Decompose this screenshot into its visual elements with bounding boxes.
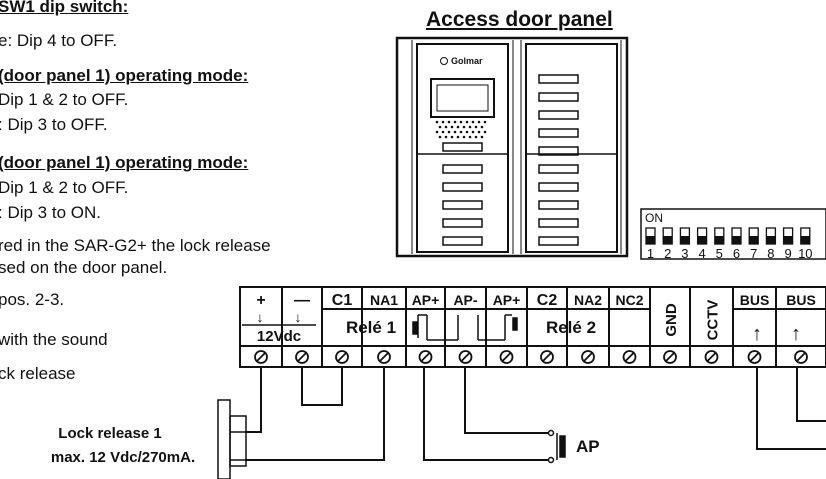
lock-release-device bbox=[217, 399, 247, 479]
ap-button-label: AP bbox=[576, 437, 600, 456]
mode1-line1: Dip 1 & 2 to OFF. bbox=[0, 90, 129, 109]
terminal-label: NC2 bbox=[615, 292, 643, 308]
dip-key-lever bbox=[714, 236, 724, 244]
terminal-label: AP+ bbox=[493, 292, 521, 308]
terminal-label: NA2 bbox=[574, 292, 602, 308]
dip-number: 6 bbox=[733, 246, 740, 261]
dip-number: 5 bbox=[716, 246, 723, 261]
sw1-note: e: Dip 4 to OFF. bbox=[0, 31, 118, 50]
dip-key-lever bbox=[680, 236, 690, 244]
terminal-label: GND bbox=[663, 303, 680, 337]
terminal-screw-icon bbox=[622, 350, 637, 364]
power-plus-arrow: ↓ bbox=[257, 309, 264, 325]
terminal-label: BUS bbox=[740, 292, 770, 308]
terminal-label: AP+ bbox=[412, 292, 440, 308]
dip-number: 10 bbox=[798, 246, 812, 261]
right-call-buttons bbox=[538, 74, 579, 246]
terminal-screw-icon bbox=[499, 350, 514, 364]
mode2-title: (door panel 1) operating mode: bbox=[0, 153, 249, 172]
rele1-label: Relé 1 bbox=[346, 318, 396, 337]
terminal-label: BUS bbox=[786, 292, 816, 308]
rele2-label: Relé 2 bbox=[546, 318, 596, 337]
terminal-screw-icon bbox=[377, 350, 391, 364]
wires bbox=[245, 367, 826, 461]
terminal-label: + bbox=[256, 292, 265, 309]
mode1-line2: : Dip 3 to OFF. bbox=[0, 115, 108, 134]
lock-release-label: Lock release 1 bbox=[58, 425, 161, 442]
power-minus-arrow: ↓ bbox=[295, 309, 302, 325]
dip-key-lever bbox=[646, 236, 655, 244]
bus2-arrow: ↑ bbox=[791, 323, 801, 345]
dip-key-lever bbox=[749, 236, 759, 244]
terminal-label: NA1 bbox=[370, 292, 398, 308]
mode2-line1: Dip 1 & 2 to OFF. bbox=[0, 178, 129, 197]
terminal-screw-icon bbox=[704, 350, 719, 364]
pos-note: pos. 2-3. bbox=[0, 290, 65, 309]
speaker-grille bbox=[435, 120, 487, 139]
power-12vdc-label: 12Vdc bbox=[257, 328, 301, 345]
terminal-screw-icon bbox=[747, 350, 762, 364]
terminal-label: — bbox=[294, 292, 310, 309]
dip-number: 8 bbox=[767, 246, 774, 261]
terminal-screw-icon bbox=[295, 350, 309, 364]
terminal-screw-icon bbox=[663, 350, 677, 364]
dip-key-lever bbox=[663, 236, 673, 244]
dip-number: 9 bbox=[784, 246, 791, 261]
mode1-title: (door panel 1) operating mode: bbox=[0, 66, 249, 85]
lock-note: ck release bbox=[0, 364, 76, 383]
dip-key-lever bbox=[732, 236, 741, 244]
dip-number: 7 bbox=[750, 246, 757, 261]
terminal-screw-icon bbox=[335, 350, 349, 364]
note-line1: red in the SAR-G2+ the lock release bbox=[0, 236, 271, 255]
mode2-line2: : Dip 3 to ON. bbox=[0, 203, 101, 222]
panel-title: Access door panel bbox=[426, 8, 613, 31]
lock-release-spec: max. 12 Vdc/270mA. bbox=[51, 449, 195, 466]
left-call-buttons bbox=[442, 142, 483, 246]
door-panel bbox=[395, 36, 629, 258]
dip-key-lever bbox=[766, 236, 776, 244]
ap-push-button-icon bbox=[547, 429, 566, 464]
dip-number: 1 bbox=[647, 246, 654, 261]
bus1-arrow: ↑ bbox=[752, 323, 762, 345]
dip-number: 3 bbox=[681, 246, 688, 261]
sw1-title: SW1 dip switch: bbox=[0, 0, 129, 16]
sound-note: with the sound bbox=[0, 330, 108, 349]
terminal-screw-icon bbox=[458, 350, 473, 364]
dip-key-lever bbox=[783, 236, 793, 244]
terminal-screw-icon bbox=[581, 350, 595, 364]
relay1-contact-icon bbox=[412, 314, 459, 341]
terminal-label: C2 bbox=[537, 292, 558, 309]
terminal-label: AP- bbox=[453, 292, 477, 308]
dip-number: 2 bbox=[664, 246, 671, 261]
relay2-contact-icon bbox=[477, 314, 518, 341]
brand-mark-icon bbox=[440, 57, 448, 65]
terminal-label: C1 bbox=[332, 292, 353, 309]
terminal-screw-icon bbox=[794, 350, 808, 364]
terminal-screw-icon bbox=[418, 350, 433, 364]
terminal-screw-icon bbox=[540, 350, 554, 364]
dip-key-lever bbox=[697, 236, 707, 244]
dip-key-lever bbox=[800, 236, 810, 244]
note-line2: sed on the door panel. bbox=[0, 258, 168, 277]
terminal-screw-icon bbox=[254, 350, 268, 364]
dip-on-label: ON bbox=[645, 211, 663, 225]
terminal-label: CCTV bbox=[705, 300, 722, 341]
panel-brand-logo: Golmar bbox=[451, 56, 483, 66]
dip-number: 4 bbox=[698, 246, 705, 261]
